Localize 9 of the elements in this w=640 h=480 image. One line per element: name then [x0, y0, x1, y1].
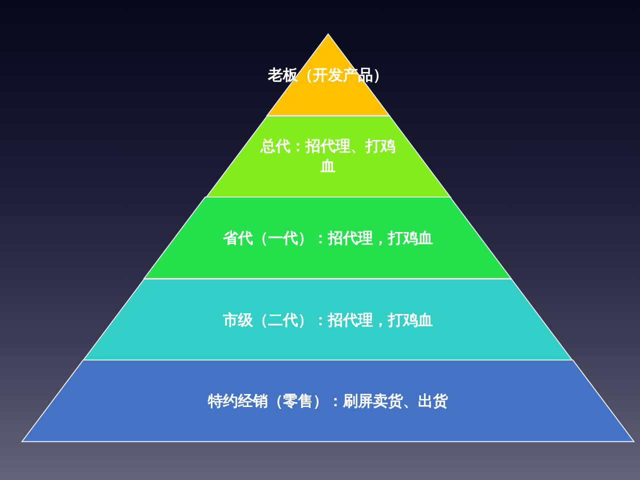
tier-label: 总代：招代理、打鸡血: [259, 136, 396, 176]
tier-label: 老板（开发产品）: [268, 64, 388, 85]
tier-label: 省代（一代）：招代理，打鸡血: [222, 228, 433, 248]
tier-label: 市级（二代）：招代理，打鸡血: [222, 310, 433, 330]
pyramid-tier: [144, 197, 512, 279]
pyramid-base-tier: [22, 360, 634, 442]
tier-label: 特约经销（零售）：刷屏卖货、出货: [208, 391, 448, 412]
pyramid-tier: [83, 278, 573, 360]
pyramid-tier: [206, 116, 450, 198]
